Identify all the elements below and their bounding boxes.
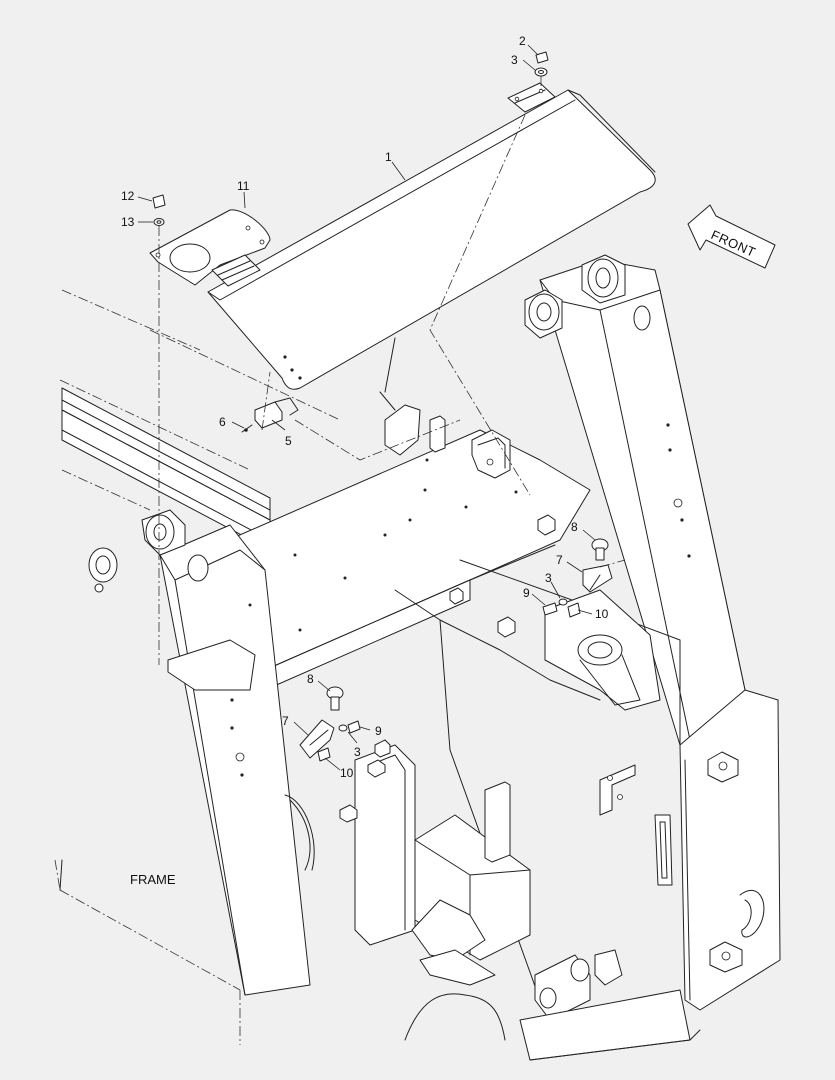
callouts: 2 3 1 11 12 13 6 5 8 7 3 9 10 8 7 9 3 10 xyxy=(121,34,609,780)
callout-9-left: 9 xyxy=(375,724,382,738)
reference-lines xyxy=(158,76,626,665)
cover-plate-assembly xyxy=(149,82,656,433)
callout-1: 1 xyxy=(385,150,392,164)
leader-lines xyxy=(137,44,596,771)
callout-8-left: 8 xyxy=(307,672,314,686)
callout-11: 11 xyxy=(237,179,250,193)
frame-structure xyxy=(54,254,781,1061)
callout-7-right: 7 xyxy=(556,553,563,567)
callout-13: 13 xyxy=(121,215,135,229)
callout-2: 2 xyxy=(519,34,526,48)
callout-7-left: 7 xyxy=(282,714,289,728)
callout-5: 5 xyxy=(285,434,292,448)
callout-12: 12 xyxy=(121,189,135,203)
beam-holes xyxy=(248,458,518,632)
section-label-frame: FRAME xyxy=(130,872,176,887)
callout-3-right: 3 xyxy=(545,571,552,585)
callout-3-left: 3 xyxy=(354,745,361,759)
callout-10-left: 10 xyxy=(340,766,354,780)
front-direction-arrow: FRONT xyxy=(687,204,776,269)
callout-10-right: 10 xyxy=(595,607,609,621)
callout-9-right: 9 xyxy=(523,586,530,600)
callout-3-top: 3 xyxy=(511,53,518,67)
callout-8-right: 8 xyxy=(571,520,578,534)
callout-6: 6 xyxy=(219,415,226,429)
hardware-group xyxy=(152,51,613,762)
